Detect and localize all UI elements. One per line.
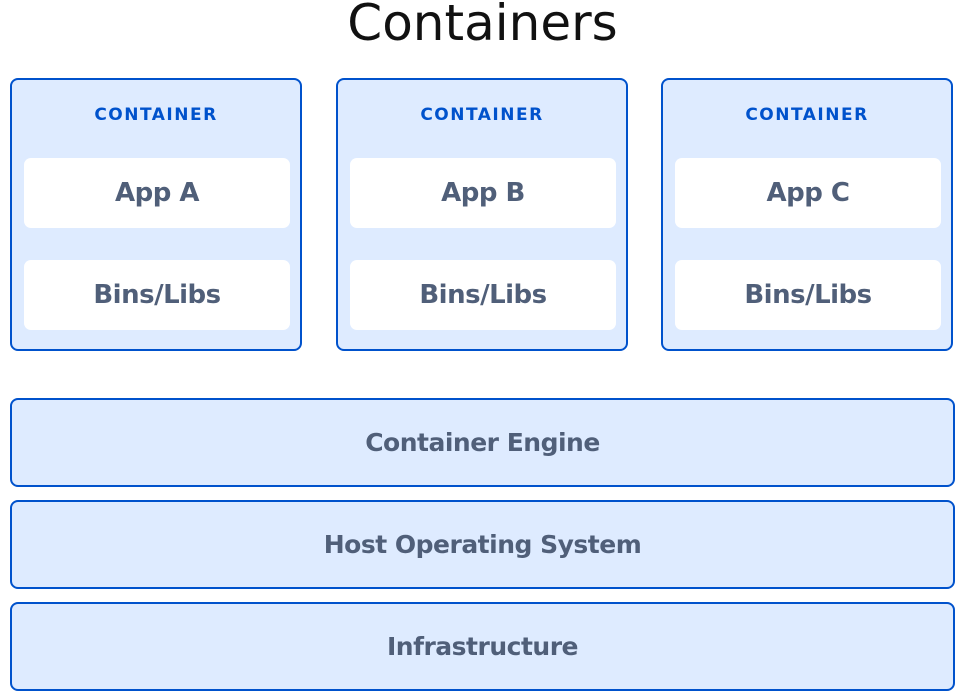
container-label: CONTAINER [745,105,869,125]
container-label: CONTAINER [420,105,544,125]
bins-libs-box: Bins/Libs [350,260,616,330]
app-box: App A [24,158,290,228]
layer-host-os: Host Operating System [10,500,955,589]
diagram-title: Containers [347,0,618,52]
container-c: CONTAINER App C Bins/Libs [661,78,953,351]
container-label: CONTAINER [94,105,218,125]
app-box: App C [675,158,941,228]
layer-infrastructure: Infrastructure [10,602,955,691]
layer-container-engine: Container Engine [10,398,955,487]
bins-libs-box: Bins/Libs [675,260,941,330]
container-a: CONTAINER App A Bins/Libs [10,78,302,351]
app-box: App B [350,158,616,228]
container-b: CONTAINER App B Bins/Libs [336,78,628,351]
bins-libs-box: Bins/Libs [24,260,290,330]
